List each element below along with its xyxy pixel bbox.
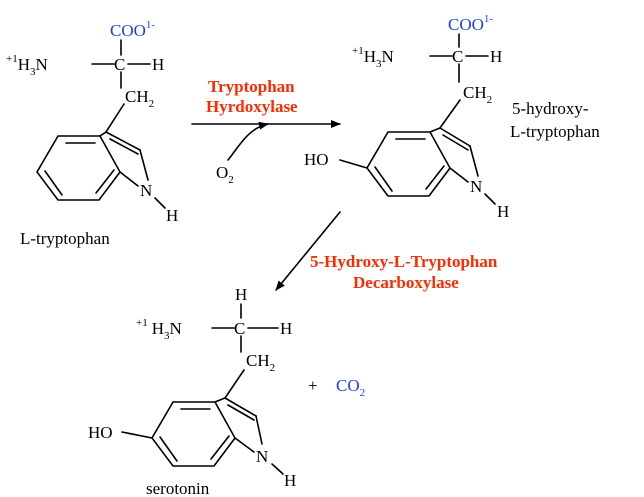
tryptophan-alpha-h-label: H bbox=[152, 55, 164, 74]
bond bbox=[154, 197, 166, 209]
hydroxytryptophan-alpha-h-label: H bbox=[490, 47, 502, 66]
serotonin-alpha-h-label: H bbox=[280, 319, 292, 338]
bond bbox=[255, 415, 263, 445]
bond bbox=[214, 397, 226, 403]
tryptophan-ch2-label: CH2 bbox=[125, 87, 154, 110]
serotonin-ring-n-label: N bbox=[256, 447, 268, 466]
bond bbox=[119, 171, 139, 187]
tryptophan-name-label: L-tryptophan bbox=[20, 229, 110, 248]
serotonin-name-label: serotonin bbox=[146, 479, 210, 497]
co2-label: CO2 bbox=[336, 376, 365, 399]
tryptophan-structure: COO1- +1H3N C H CH2 N H L-tryptophan bbox=[6, 19, 178, 248]
hydroxytryptophan-carboxyl-label: COO1- bbox=[448, 13, 493, 34]
bond bbox=[449, 167, 469, 183]
bond bbox=[469, 145, 479, 177]
double-bond bbox=[44, 170, 63, 196]
serotonin-alpha-c-label: C bbox=[234, 319, 245, 338]
hydroxytryptophan-hydroxyl-label: HO bbox=[304, 150, 329, 169]
bond bbox=[139, 149, 149, 181]
hydroxytryptophan-name-line2: L-tryptophan bbox=[510, 122, 600, 141]
bond bbox=[105, 131, 141, 151]
bond bbox=[224, 369, 245, 399]
hydroxytryptophan-name-line1: 5-hydroxy- bbox=[512, 99, 589, 118]
step1-reaction: Tryptophan Hyrdoxylase O2 bbox=[191, 77, 341, 186]
tryptophan-ring-n-label: N bbox=[140, 181, 152, 200]
alpha-carbon-label: C bbox=[114, 55, 125, 74]
serotonin-top-h-label: H bbox=[235, 285, 247, 304]
bond bbox=[439, 99, 461, 129]
bond bbox=[121, 431, 153, 439]
double-bond bbox=[227, 404, 255, 421]
double-bond bbox=[159, 436, 178, 462]
o2-curved-arrow bbox=[227, 121, 269, 161]
tryptophan-carboxyl-label: COO1- bbox=[110, 19, 155, 40]
bond bbox=[439, 127, 471, 147]
tryptophan-amine-label: +1H3N bbox=[6, 53, 48, 78]
serotonin-hydroxyl-label: HO bbox=[88, 423, 113, 442]
alpha-carbon-label: C bbox=[452, 47, 463, 66]
step1-enzyme-line1: Tryptophan bbox=[208, 77, 295, 96]
bond bbox=[105, 103, 125, 133]
bond bbox=[224, 397, 257, 417]
bond bbox=[429, 127, 441, 133]
double-bond bbox=[374, 166, 393, 192]
double-bond bbox=[425, 165, 445, 190]
benzene-ring bbox=[151, 401, 236, 467]
bond bbox=[484, 193, 496, 205]
step2-enzyme-line1: 5-Hydroxy-L-Tryptophan bbox=[310, 252, 498, 271]
serotonin-ring-h-label: H bbox=[284, 471, 296, 490]
step1-enzyme-line2: Hyrdoxylase bbox=[206, 97, 298, 116]
serotonin-ch2-label: CH2 bbox=[246, 351, 275, 374]
bond bbox=[271, 463, 284, 475]
bond bbox=[234, 437, 255, 453]
step1-cosubstrate-label: O2 bbox=[216, 163, 234, 186]
bond bbox=[99, 131, 107, 137]
step2-reaction: 5-Hydroxy-L-Tryptophan Decarboxylase bbox=[275, 211, 498, 292]
plus-sign: + bbox=[308, 376, 318, 395]
tryptophan-ring-h-label: H bbox=[166, 206, 178, 225]
double-bond bbox=[109, 138, 139, 155]
hydroxytryptophan-ring-n-label: N bbox=[470, 177, 482, 196]
hydroxytryptophan-structure: COO1- +1H3N C H CH2 HO N H 5-hydroxy- L-… bbox=[304, 13, 600, 221]
hydroxytryptophan-ring-h-label: H bbox=[497, 202, 509, 221]
hydroxytryptophan-amine-label: +1H3N bbox=[352, 45, 394, 70]
benzene-ring bbox=[366, 131, 451, 197]
double-bond bbox=[442, 134, 469, 151]
double-bond bbox=[210, 435, 230, 460]
benzene-ring bbox=[36, 135, 121, 201]
step2-enzyme-line2: Decarboxylase bbox=[353, 273, 459, 292]
double-bond bbox=[95, 169, 115, 194]
bond bbox=[339, 159, 368, 169]
step2-arrow bbox=[275, 211, 341, 291]
co2-byproduct: + CO2 bbox=[308, 376, 365, 399]
hydroxytryptophan-ch2-label: CH2 bbox=[463, 83, 492, 106]
